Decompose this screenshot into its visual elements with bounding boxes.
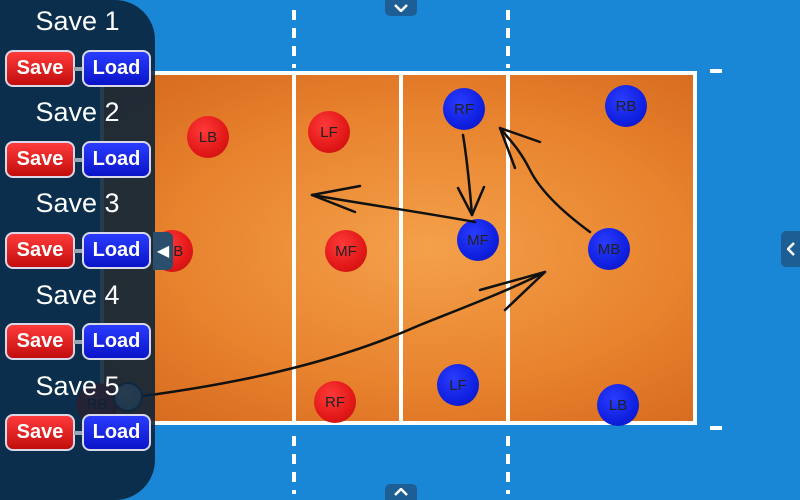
boundary-marker [710, 426, 722, 430]
attack-line-right [506, 71, 510, 425]
save-load-panel: Save 1 Save Load Save 2 Save Load Save 3… [0, 0, 155, 500]
save-slot-5-label: Save 5 [35, 371, 120, 401]
attack-line-extension [292, 10, 296, 68]
red-player-mf[interactable]: MF [325, 230, 367, 272]
blue-player-mf[interactable]: MF [457, 219, 499, 261]
right-toggle-button[interactable] [781, 231, 800, 267]
save-slot-4-load-button[interactable]: Load [82, 323, 151, 360]
save-slot-2-load-button[interactable]: Load [82, 141, 151, 178]
save-slot-3-label: Save 3 [35, 188, 120, 218]
save-slot-3-save-button[interactable]: Save [5, 232, 75, 269]
player-label: RB [615, 97, 637, 115]
save-slot-2-label: Save 2 [35, 97, 120, 127]
button-connector [74, 158, 83, 162]
boundary-marker [710, 69, 722, 73]
chevron-left-icon [786, 242, 795, 256]
bottom-toggle-button[interactable] [385, 484, 417, 500]
player-label: MF [467, 231, 489, 249]
player-label: MF [335, 242, 357, 260]
save-slot-1-label: Save 1 [35, 6, 120, 36]
button-connector [74, 431, 83, 435]
attack-line-extension [506, 10, 510, 68]
save-slot-5-save-button[interactable]: Save [5, 414, 75, 451]
panel-toggle-button[interactable]: ◀ [153, 232, 173, 270]
blue-player-lb[interactable]: LB [597, 384, 639, 426]
player-label: MB [597, 240, 621, 258]
player-label: RF [325, 393, 345, 411]
chevron-down-icon [394, 4, 408, 12]
chevron-left-icon: ◀ [156, 243, 170, 260]
blue-player-lf[interactable]: LF [437, 364, 479, 406]
save-slot-5-load-button[interactable]: Load [82, 414, 151, 451]
player-label: LB [198, 128, 218, 146]
player-label: LB [608, 396, 628, 414]
blue-player-mb[interactable]: MB [588, 228, 630, 270]
red-player-lf[interactable]: LF [308, 111, 350, 153]
attack-line-extension [506, 436, 510, 494]
player-label: LF [449, 376, 467, 394]
save-slot-4-save-button[interactable]: Save [5, 323, 75, 360]
chevron-up-icon [394, 488, 408, 496]
player-label: LF [320, 123, 338, 141]
blue-player-rf[interactable]: RF [443, 88, 485, 130]
save-slot-3-load-button[interactable]: Load [82, 232, 151, 269]
button-connector [74, 67, 83, 71]
red-player-lb[interactable]: LB [187, 116, 229, 158]
top-toggle-button[interactable] [385, 0, 417, 16]
red-player-rf[interactable]: RF [314, 381, 356, 423]
attack-line-extension [292, 436, 296, 494]
button-connector [74, 249, 83, 253]
save-slot-1-save-button[interactable]: Save [5, 50, 75, 87]
center-net-line [399, 71, 403, 425]
save-slot-4-label: Save 4 [35, 280, 120, 310]
player-label: RF [454, 100, 474, 118]
save-slot-1-load-button[interactable]: Load [82, 50, 151, 87]
blue-player-rb[interactable]: RB [605, 85, 647, 127]
save-slot-2-save-button[interactable]: Save [5, 141, 75, 178]
button-connector [74, 340, 83, 344]
attack-line-left [292, 71, 296, 425]
